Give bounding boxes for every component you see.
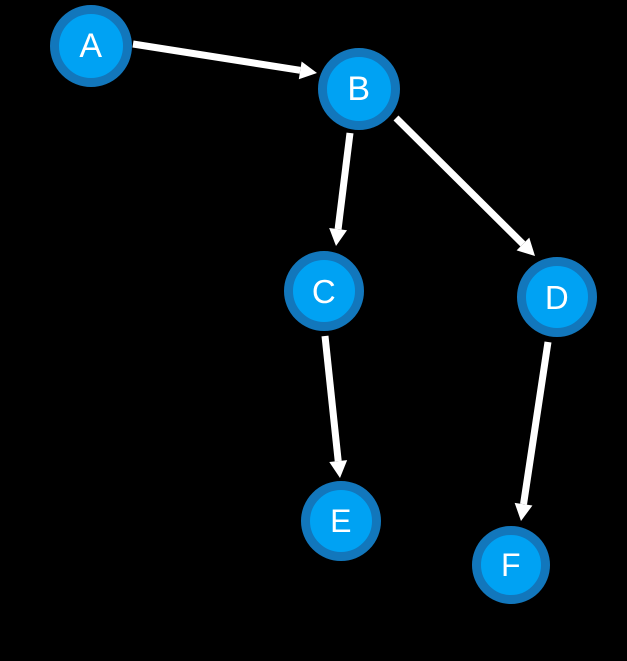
graph-node-label: B xyxy=(347,70,371,108)
graph-edge-b-c xyxy=(329,132,354,246)
edge-shaft xyxy=(520,341,552,505)
graph-node-label: F xyxy=(500,547,522,583)
graph-node-b[interactable]: B xyxy=(318,48,400,130)
graph-edge-c-e xyxy=(321,335,348,478)
graph-edge-d-f xyxy=(514,341,552,521)
graph-node-label: A xyxy=(79,27,103,65)
graph-node-e[interactable]: E xyxy=(301,481,381,561)
arrowhead-icon xyxy=(516,237,535,256)
edge-shaft xyxy=(334,132,354,230)
edge-shaft xyxy=(132,40,301,74)
graph-edge-b-d xyxy=(393,115,535,256)
graph-node-label: E xyxy=(330,503,352,539)
arrowhead-icon xyxy=(298,61,317,80)
edge-shaft xyxy=(393,115,526,247)
graph-node-d[interactable]: D xyxy=(517,257,597,337)
arrowhead-icon xyxy=(329,460,348,478)
graph-node-label: D xyxy=(544,278,570,316)
edge-shaft xyxy=(321,335,342,462)
graph-node-a[interactable]: A xyxy=(50,5,132,87)
graph-node-f[interactable]: F xyxy=(472,526,550,604)
graph-node-label: C xyxy=(311,272,337,310)
graph-edge-a-b xyxy=(132,40,317,80)
graph-node-c[interactable]: C xyxy=(284,251,364,331)
arrowhead-icon xyxy=(514,502,533,521)
arrowhead-icon xyxy=(329,228,348,246)
